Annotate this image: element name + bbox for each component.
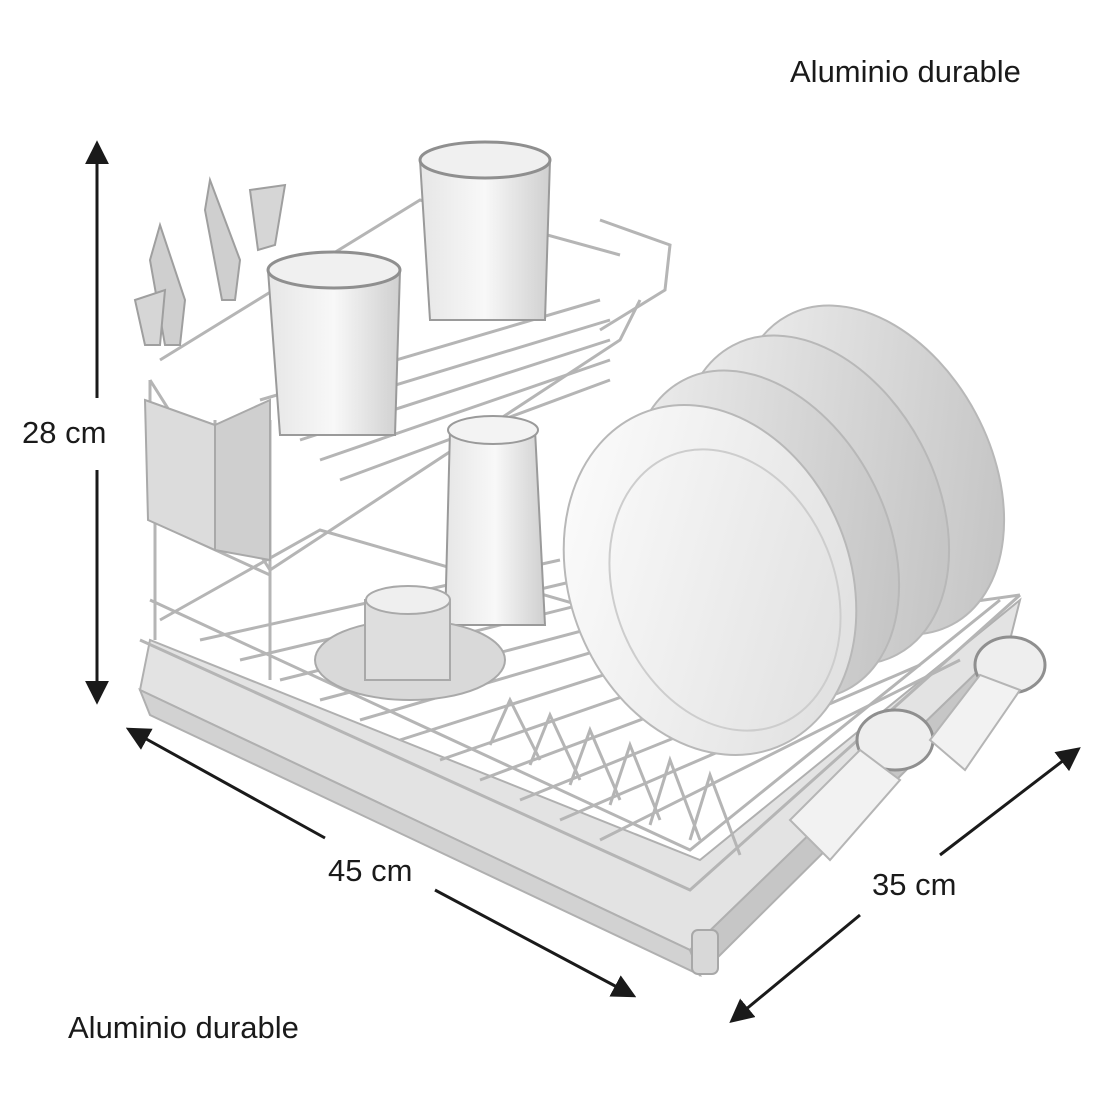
width-arrow — [125, 727, 637, 998]
dimension-height-label: 28 cm — [22, 415, 107, 450]
plates — [562, 304, 1006, 756]
cup-and-saucer — [314, 585, 506, 701]
knife-icon — [148, 221, 187, 346]
caption-top: Aluminio durable — [790, 54, 1021, 89]
dimension-depth-label: 35 cm — [872, 867, 957, 902]
knife-icon — [203, 176, 242, 301]
hanging-cups — [788, 635, 1047, 862]
glass-lower — [443, 415, 547, 626]
dimension-width-label: 45 cm — [328, 853, 413, 888]
depth-arrow — [729, 747, 1081, 1024]
utensil-holder — [133, 176, 287, 562]
glass-upper-front — [266, 250, 402, 436]
glass-upper-back — [418, 140, 552, 321]
fork-icon — [248, 183, 287, 252]
caption-bottom: Aluminio durable — [68, 1010, 299, 1045]
plate-slots — [488, 696, 742, 856]
fork-icon — [133, 288, 167, 346]
